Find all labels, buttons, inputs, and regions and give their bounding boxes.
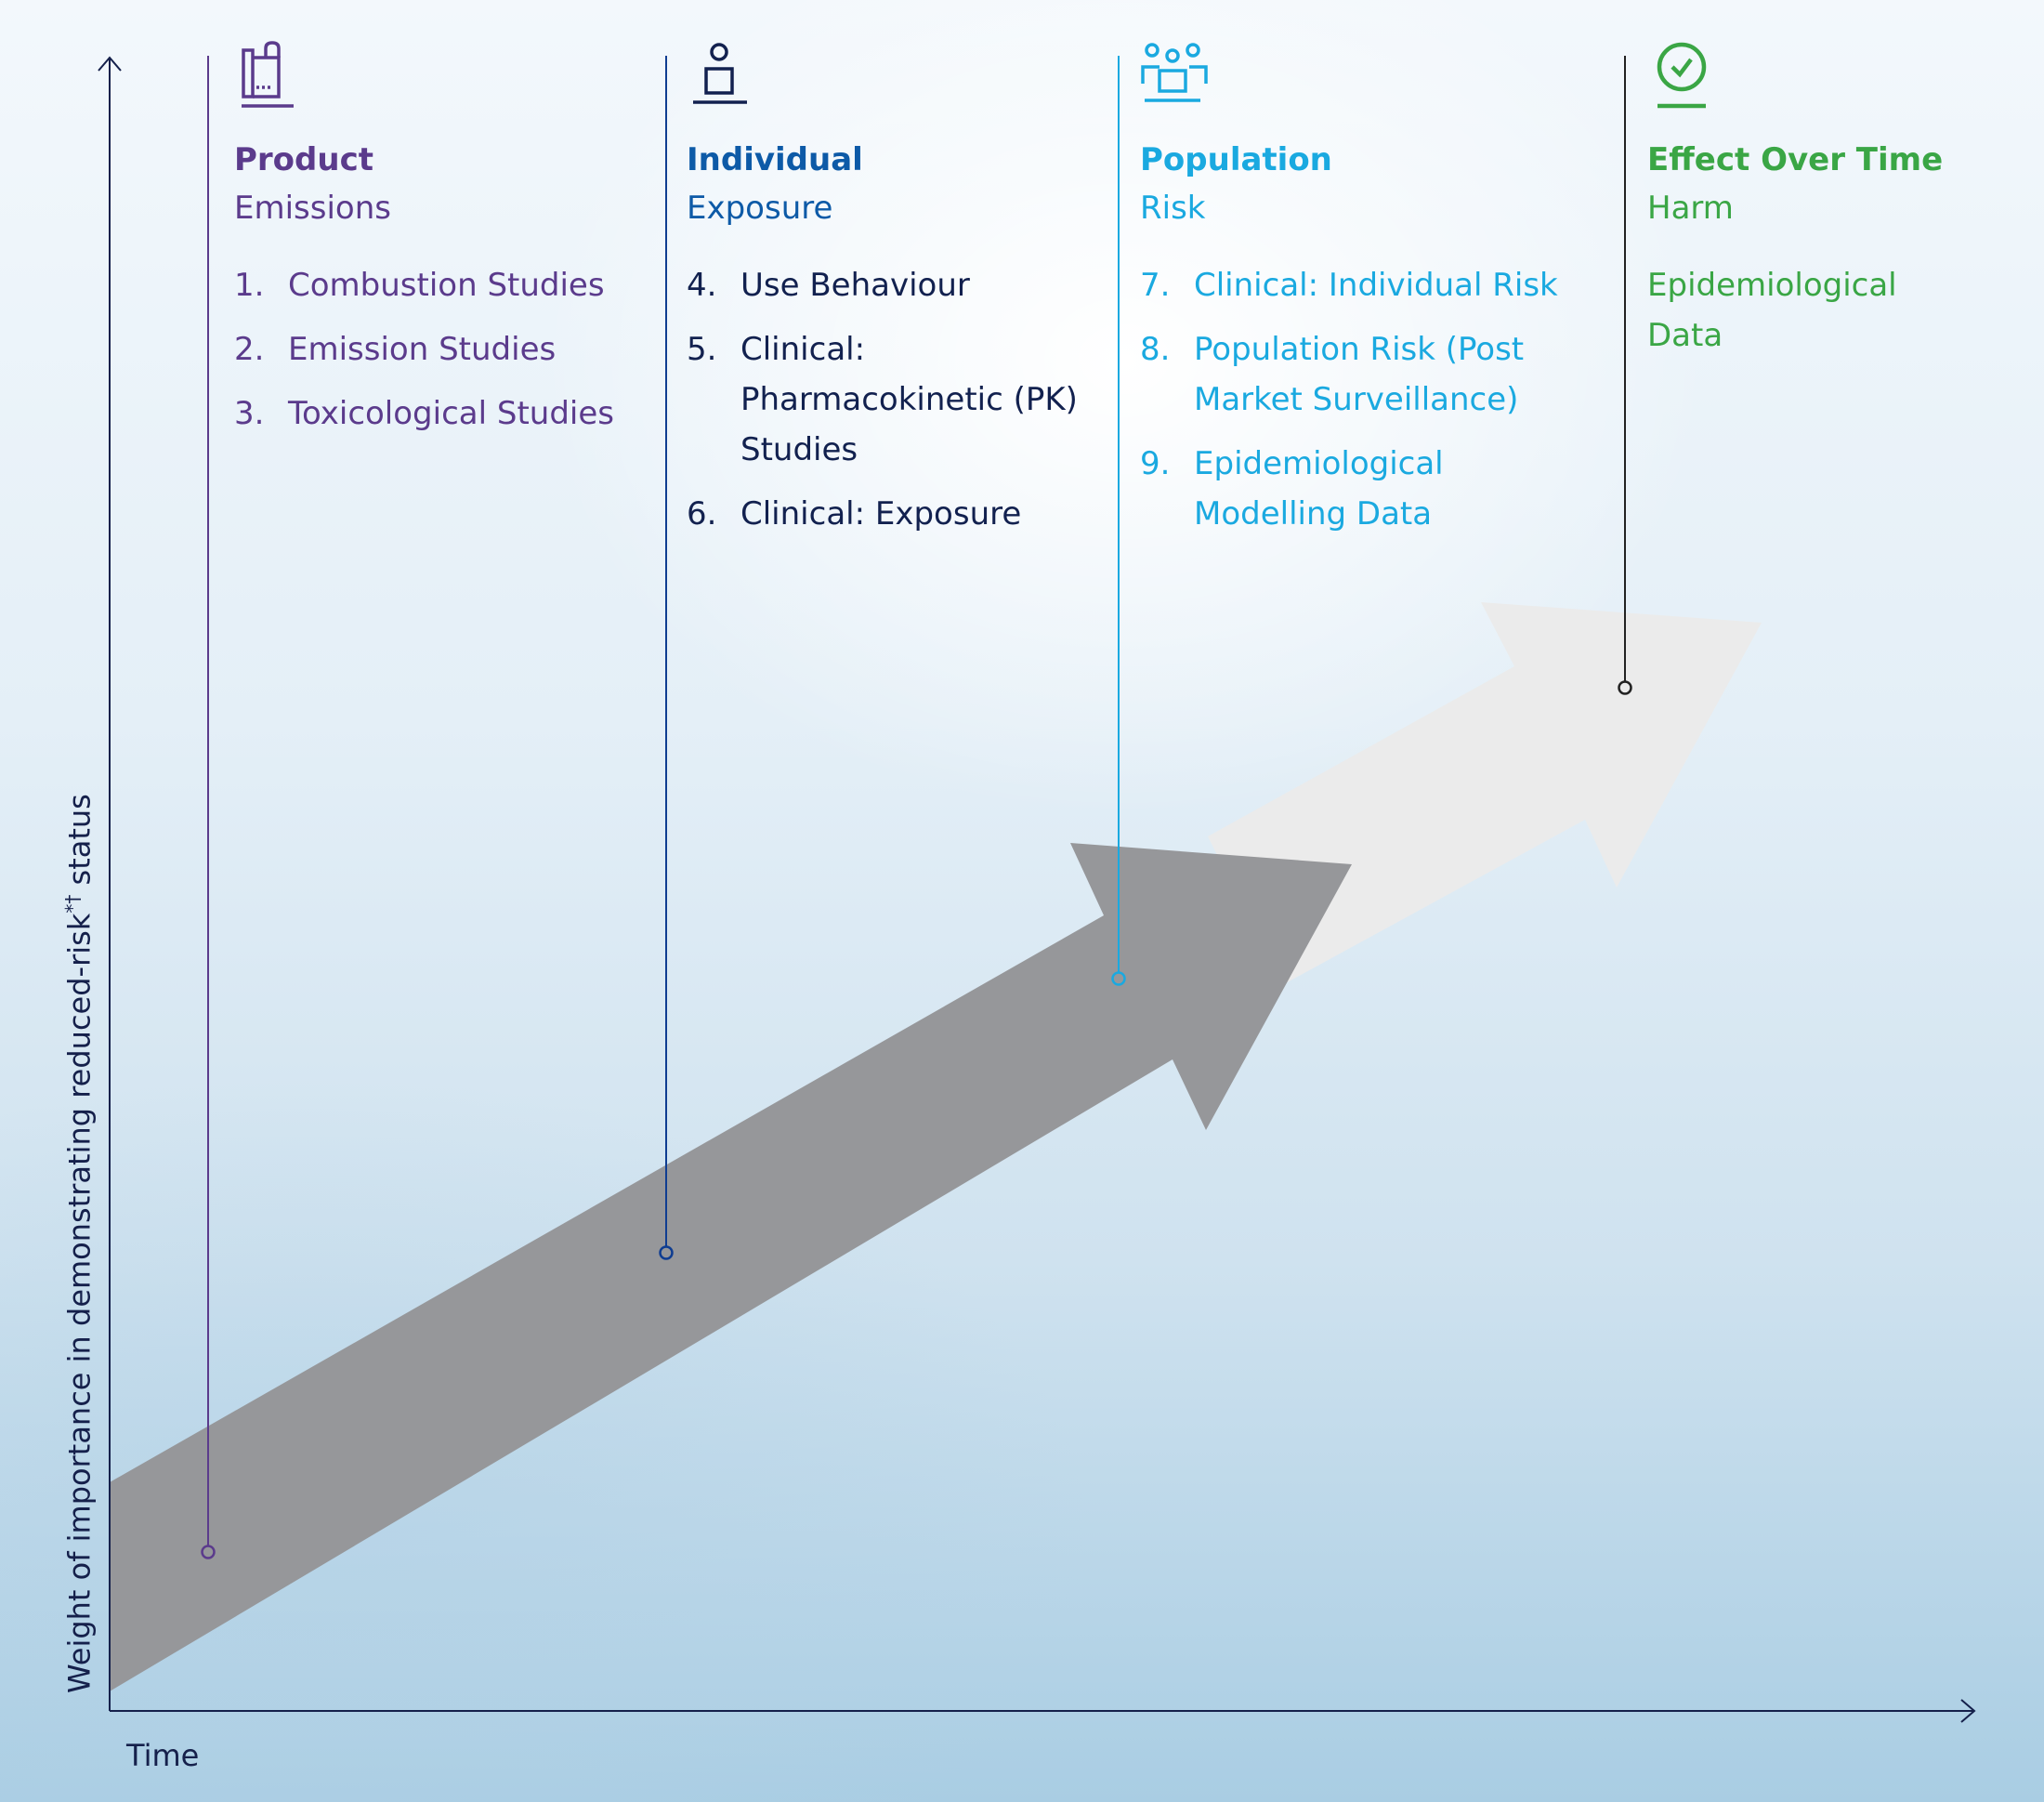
product-title: Product (234, 141, 373, 178)
x-axis (110, 1699, 1976, 1723)
effect-text: Epidemiological Data (1647, 267, 1897, 354)
individual-title: Individual (687, 141, 863, 178)
population-leader (1111, 56, 1126, 986)
effect-title: Effect Over Time (1647, 141, 1944, 178)
individual-icon (688, 39, 754, 113)
effect-subtitle: Harm (1647, 190, 1734, 227)
individual-leader (659, 56, 674, 1260)
x-axis-label: Time (126, 1738, 200, 1773)
list-item: 7. Clinical: Individual Risk (1140, 267, 1558, 304)
product-subtitle: Emissions (234, 190, 391, 227)
population-icon (1141, 39, 1208, 113)
y-axis-label: Weight of importance in demonstrating re… (61, 794, 98, 1693)
list-item: 4. Use Behaviour (687, 267, 970, 304)
list-item: 8. Population Risk (Post Market Surveill… (1140, 331, 1525, 418)
y-axis (98, 56, 122, 1711)
population-list: 7. Clinical: Individual Risk 8. Populati… (1140, 260, 1586, 553)
list-item: 6. Clinical: Exposure (687, 495, 1022, 533)
check-circle-icon (1652, 39, 1719, 113)
list-item: 5. Clinical: Pharmacokinetic (PK) Studie… (687, 331, 1078, 468)
list-item: 2. Emission Studies (234, 331, 557, 368)
list-item: 9. Epidemiological Modelling Data (1140, 445, 1444, 533)
product-icon (240, 39, 307, 113)
light-arrow (1208, 602, 1762, 985)
list-item: 3. Toxicological Studies (234, 395, 614, 432)
individual-list: 4. Use Behaviour 5. Clinical: Pharmacoki… (687, 260, 1086, 553)
population-subtitle: Risk (1140, 190, 1206, 227)
dark-arrow (110, 843, 1352, 1691)
product-leader (201, 56, 216, 1559)
effect-leader (1618, 56, 1632, 695)
list-item: 1. Combustion Studies (234, 267, 605, 304)
individual-subtitle: Exposure (687, 190, 833, 227)
product-list: 1. Combustion Studies 2. Emission Studie… (234, 260, 643, 453)
population-title: Population (1140, 141, 1332, 178)
